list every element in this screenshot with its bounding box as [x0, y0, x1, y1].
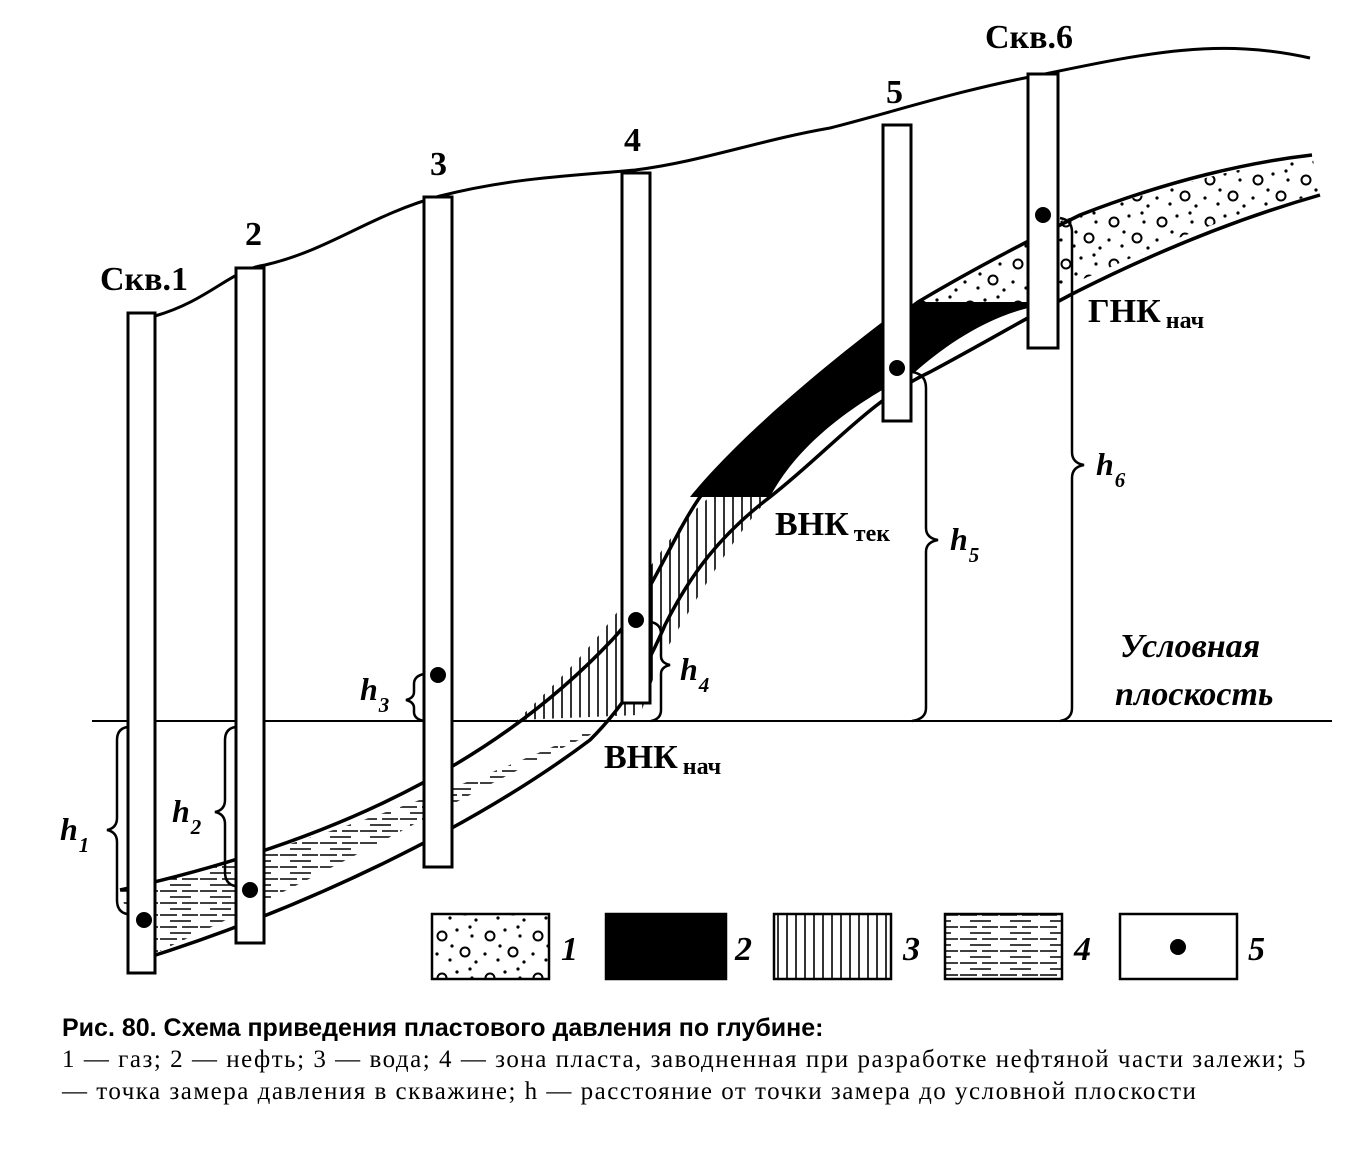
h6-main-text: h: [1096, 446, 1114, 482]
legend: 1 2 3 4 5: [430, 912, 1265, 981]
gnk-sub-text: нач: [1166, 308, 1204, 334]
vnk-current-main-text: ВНК: [775, 506, 849, 543]
well-5-label: 5: [886, 74, 903, 111]
h2-brace: [214, 725, 236, 888]
well-6: [1026, 72, 1060, 350]
h2-sub-text: 2: [190, 815, 202, 839]
h6-brace: [1059, 216, 1085, 723]
legend-swatch-water: [772, 912, 893, 981]
vnk-initial-main-text: ВНК: [604, 739, 678, 776]
gas-zone-area: [918, 155, 1320, 302]
figure-caption: Рис. 80. Схема приведения пластового дав…: [62, 1012, 1307, 1108]
caption-title: Рис. 80. Схема приведения пластового дав…: [62, 1014, 824, 1042]
h5-main-text: h: [950, 521, 968, 557]
legend-number-5: 5: [1248, 931, 1265, 968]
measurement-point-2: [242, 882, 258, 898]
reference-plane-label-line1: Условная: [1120, 628, 1260, 665]
well-5: [881, 123, 913, 423]
well-2-label: 2: [245, 216, 262, 253]
legend-measurement-point-icon: [1170, 939, 1186, 955]
well-1-label: Скв.1: [100, 261, 188, 298]
legend-number-1: 1: [561, 931, 578, 968]
well-6-label: Скв.6: [985, 19, 1073, 56]
legend-swatch-oil: [604, 912, 728, 981]
ground-surface: [154, 46, 1311, 318]
measurement-point-3: [430, 667, 446, 683]
caption-text: 1 — газ; 2 — нефть; 3 — вода; 4 — зона п…: [62, 1046, 1307, 1105]
well-3-label: 3: [430, 146, 447, 183]
well-2: [234, 266, 266, 945]
legend-number-2: 2: [734, 931, 752, 968]
h4-label: h4: [680, 651, 709, 697]
h4-sub-text: 4: [698, 673, 710, 697]
well-4-label: 4: [624, 122, 641, 159]
h4-main-text: h: [680, 651, 698, 687]
legend-number-3: 3: [902, 931, 920, 968]
h4-brace: [650, 620, 671, 723]
h3-sub-text: 3: [378, 693, 390, 717]
h3-main-text: h: [360, 671, 378, 707]
formation-bottom-boundary: [139, 193, 1321, 962]
h1-brace: [106, 725, 128, 916]
h2-label: h2: [172, 793, 202, 839]
reference-plane-label-line2: плоскость: [1115, 676, 1273, 713]
h3-label: h3: [360, 671, 389, 717]
measurement-point-6: [1035, 207, 1051, 223]
vnk-current-sub-text: тек: [854, 521, 890, 547]
gnk-main-text: ГНК: [1088, 293, 1161, 330]
vnk-initial-sub-text: нач: [683, 754, 721, 780]
measurement-point-1: [136, 912, 152, 928]
h3-brace: [405, 672, 425, 723]
legend-swatch-flooded-zone: [943, 912, 1064, 981]
h2-main-text: h: [172, 793, 190, 829]
h6-sub-text: 6: [1115, 468, 1126, 492]
oil-zone-area: [690, 302, 1028, 497]
h1-sub-text: 1: [79, 833, 90, 857]
measurement-point-4: [628, 612, 644, 628]
well-1: [126, 311, 157, 975]
h6-label: h6: [1096, 446, 1126, 492]
h5-brace: [911, 370, 939, 723]
h5-sub-text: 5: [969, 543, 980, 567]
h5-label: h5: [950, 521, 979, 567]
legend-number-4: 4: [1073, 931, 1091, 968]
h1-main-text: h: [60, 811, 78, 847]
measurement-point-5: [889, 360, 905, 376]
h1-label: h1: [60, 811, 89, 857]
well-3: [422, 195, 454, 869]
legend-swatch-gas: [430, 912, 551, 981]
